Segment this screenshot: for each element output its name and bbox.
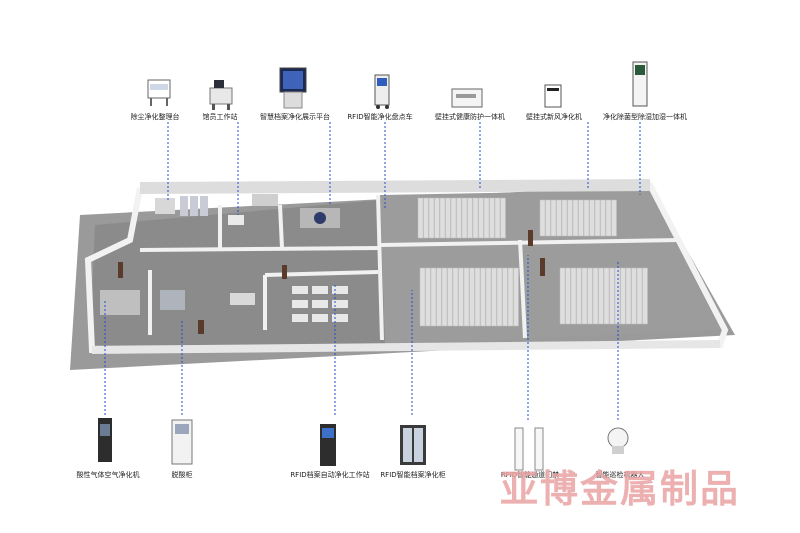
tower-unit-icon [632,61,648,107]
shelf-unit [587,267,593,325]
shelf-unit [450,197,457,239]
label-staff-station: 馆员工作站 [202,113,238,121]
auto-station-icon [320,424,336,466]
label-dust-bench: 除尘净化整理台 [130,113,180,121]
shelf-unit [445,197,451,239]
shelf-unit [452,267,459,327]
shelf-unit [559,267,566,325]
shelf-unit [430,267,437,327]
label-dehumidifier: 净化除菌型除湿加湿一体机 [603,113,687,121]
shelf-unit [491,267,497,327]
shelf-unit [594,199,601,237]
shelf-unit [458,267,464,327]
shelf-unit [472,197,479,239]
workstation-icon [209,80,233,110]
shelf-unit [500,197,506,239]
shelf-unit [603,267,610,325]
fresh-air-icon [544,84,562,108]
display-kiosk-icon [279,67,307,109]
shelf-unit [423,197,429,239]
connector-lines [104,122,641,420]
shelf-unit [598,267,604,325]
doors [118,230,545,334]
label-rfid-smart: RFID智能档案净化柜 [380,471,446,479]
shelf-unit [631,267,637,325]
shelf-unit [565,267,571,325]
shelf-unit [494,197,501,239]
shelf-unit [605,199,612,237]
study-tables [292,286,348,322]
shelf-unit [502,267,508,327]
shelf-unit [592,267,599,325]
shelf-unit [609,267,615,325]
shelf-unit [447,267,453,327]
robot-icon [607,427,629,454]
label-rfid-gate: RFID智能通道门禁 [500,471,560,479]
shelf-unit [545,199,551,237]
wall-unit-icon [451,88,483,108]
inventory-cart-icon [374,74,390,109]
shelf-unit [642,267,648,325]
shelf-unit [561,199,568,237]
shelf-unit [496,267,503,327]
workbench-icon [147,79,171,106]
shelf-unit [581,267,588,325]
label-acid-gas: 酸性气体空气净化机 [76,471,140,479]
shelf-unit [436,267,442,327]
shelf-unit [483,197,490,239]
shelf-unit [539,199,546,237]
air-purifier-icon [98,418,112,462]
shelf-unit [556,199,562,237]
label-wall-health: 壁挂式健康防护一体机 [435,113,505,121]
label-deacid-cabinet: 脱酸柜 [171,471,193,479]
shelf-unit [439,197,446,239]
shelf-unit [425,267,431,327]
shelf-unit [550,199,557,237]
shelf-unit [419,267,426,327]
shelf-unit [576,267,582,325]
shelf-unit [513,267,519,327]
shelf-unit [467,197,473,239]
label-robot: 智能巡检机器人 [595,471,645,479]
shelf-unit [456,197,462,239]
watermark: 亚博金属制品 [500,467,741,511]
shelf-unit [474,267,481,327]
shelf-unit [478,197,484,239]
shelf-unit [570,267,577,325]
shelf-unit [589,199,595,237]
shelf-unit [434,197,440,239]
smart-cabinet-icon [400,425,426,465]
shelf-unit [507,267,514,327]
label-display-platform: 智慧档案净化展示平台 [260,113,330,121]
shelf-unit [480,267,486,327]
shelf-unit [611,199,617,237]
bottom-wall [91,340,721,354]
label-rfid-auto: RFID档案自动净化工作站 [290,471,370,479]
shelf-unit [441,267,448,327]
shelf-unit [428,197,435,239]
top-wall [139,179,651,194]
shelf-unit [572,199,579,237]
shelf-unit [461,197,468,239]
label-wall-air: 壁挂式新风净化机 [526,113,582,121]
shelf-unit [636,267,643,325]
shelf-unit [489,197,495,239]
left-room-furniture [100,194,340,315]
shelf-unit [469,267,475,327]
shelf-unit [567,199,573,237]
cabinet-icon [171,419,193,465]
shelf-unit [600,199,606,237]
shelving-units [417,197,648,327]
shelf-unit [417,197,424,239]
shelf-unit [578,199,584,237]
shelf-unit [463,267,470,327]
shelf-unit [485,267,492,327]
shelf-unit [625,267,632,325]
shelf-unit [620,267,626,325]
shelf-unit [583,199,590,237]
label-rfid-cart: RFID智能净化盘点车 [347,113,413,121]
gate-icon [514,427,544,471]
